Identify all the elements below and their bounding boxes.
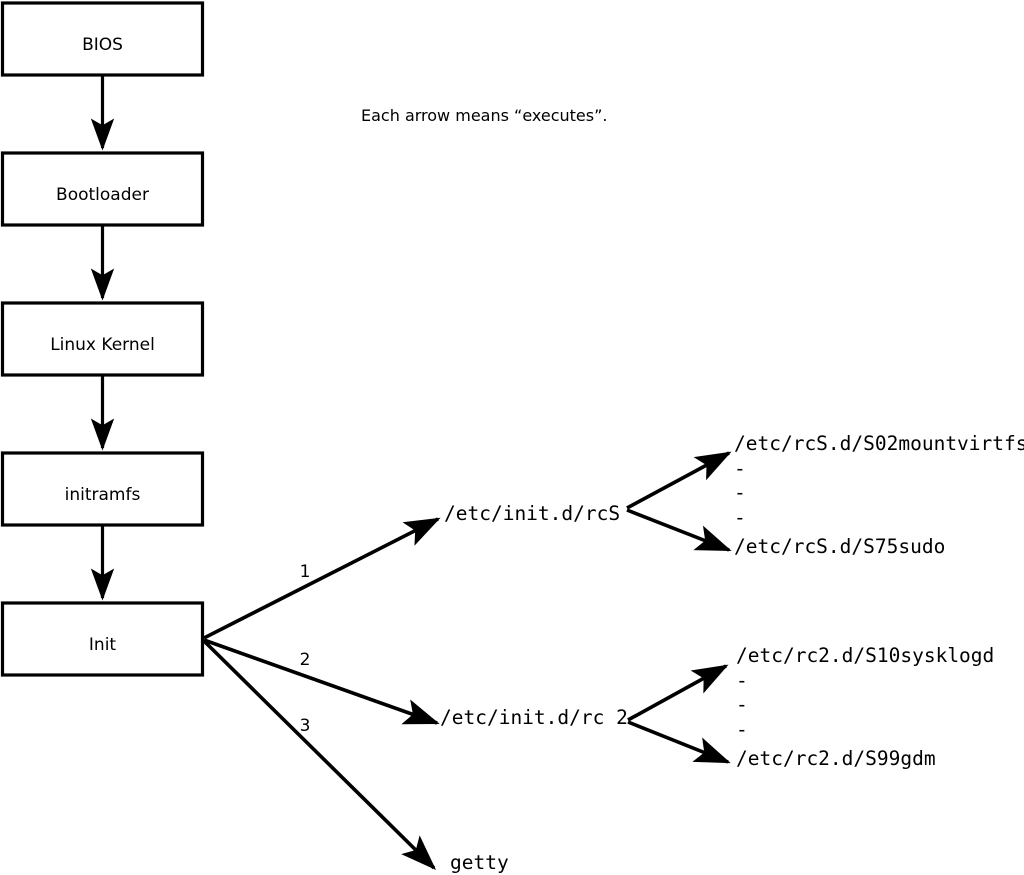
linux-kernel-label: Linux Kernel xyxy=(50,335,155,355)
edge-init-to-rcs xyxy=(203,517,441,640)
branch-number-1: 1 xyxy=(300,562,311,582)
node-init[interactable]: Init xyxy=(0,601,205,677)
edge-rc2-to-s10sysklogd xyxy=(627,664,729,722)
branch-number-3: 3 xyxy=(300,716,311,736)
edge-rcs-to-s75sudo xyxy=(626,508,732,552)
rc2-last-script-label[interactable]: /etc/rc2.d/S99gdm xyxy=(736,747,936,770)
bootloader-label: Bootloader xyxy=(56,185,149,205)
init-box[interactable] xyxy=(0,601,205,677)
rcs-first-script-label[interactable]: /etc/rcS.d/S02mountvirtfs xyxy=(734,432,1024,455)
edge-init-to-rc2 xyxy=(203,638,440,725)
rcs-ellipsis-dot-3: - xyxy=(734,506,746,529)
node-linux-kernel[interactable]: Linux Kernel xyxy=(0,301,205,377)
executes-note: Each arrow means “executes”. xyxy=(361,106,607,125)
bootloader-box[interactable] xyxy=(0,151,205,227)
edge-rcs-to-s02mountvirtfs xyxy=(626,451,732,510)
getty-label[interactable]: getty xyxy=(450,851,509,874)
bios-box[interactable] xyxy=(0,1,205,77)
rc2-script-label[interactable]: /etc/init.d/rc 2 xyxy=(440,706,628,729)
rcs-ellipsis-dot-1: - xyxy=(734,457,746,480)
rc2-ellipsis-dot-3: - xyxy=(736,718,748,741)
linux-kernel-box[interactable] xyxy=(0,301,205,377)
node-bios[interactable]: BIOS xyxy=(0,1,205,77)
node-initramfs[interactable]: initramfs xyxy=(0,451,205,527)
branch-number-2: 2 xyxy=(300,650,311,670)
rc2-ellipsis-dot-2: - xyxy=(736,693,748,716)
rcs-script-label[interactable]: /etc/init.d/rcS xyxy=(444,502,620,525)
rcs-last-script-label[interactable]: /etc/rcS.d/S75sudo xyxy=(734,535,945,558)
bios-label: BIOS xyxy=(82,35,123,55)
edge-init-to-getty xyxy=(202,639,437,871)
initramfs-label: initramfs xyxy=(65,485,141,505)
node-bootloader[interactable]: Bootloader xyxy=(0,151,205,227)
rcs-ellipsis-dot-2: - xyxy=(734,481,746,504)
init-label: Init xyxy=(89,635,117,655)
rc2-ellipsis-dot-1: - xyxy=(736,669,748,692)
rc2-first-script-label[interactable]: /etc/rc2.d/S10sysklogd xyxy=(736,644,994,667)
edge-rc2-to-s99gdm xyxy=(627,720,731,764)
